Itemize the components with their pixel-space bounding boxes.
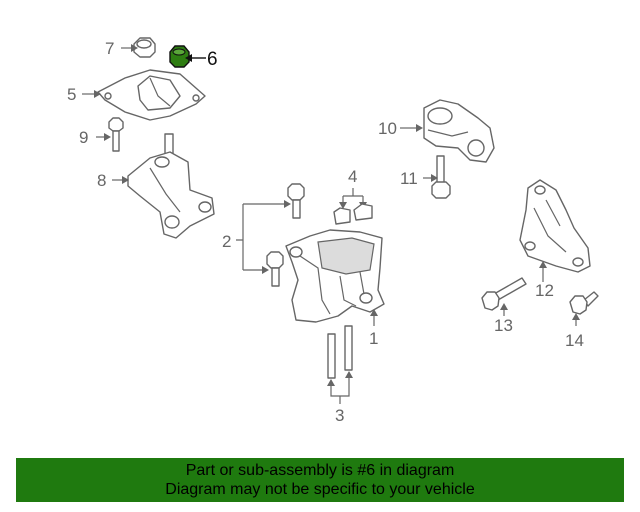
callout-4: 4 [348, 167, 357, 186]
callout-3: 3 [335, 406, 344, 425]
part-3-studs[interactable] [327, 325, 353, 379]
callout-2: 2 [222, 232, 231, 251]
part-12-bracket[interactable] [519, 179, 591, 273]
callout-8: 8 [97, 171, 106, 190]
part-2-bolts[interactable] [266, 183, 305, 287]
part-7-nut[interactable] [133, 37, 156, 58]
part-1-main-mount[interactable] [285, 229, 385, 323]
callout-13: 13 [494, 316, 513, 335]
part-5-bracket-plate[interactable] [97, 69, 206, 121]
part-8-mount[interactable] [127, 133, 215, 239]
callout-9: 9 [79, 128, 88, 147]
callout-7: 7 [105, 39, 114, 58]
callout-11: 11 [400, 169, 418, 188]
part-13-bolt[interactable] [481, 277, 527, 311]
callout-1: 1 [369, 329, 378, 348]
banner-line-1: Part or sub-assembly is #6 in diagram [185, 462, 455, 479]
callout-6: 6 [207, 49, 218, 70]
part-6-nut-highlighted[interactable] [169, 45, 190, 68]
part-4-clips[interactable] [333, 203, 373, 225]
part-10-upper-mount[interactable] [423, 99, 495, 163]
info-banner: Part or sub-assembly is #6 in diagram Di… [16, 458, 624, 502]
part-11-bolt[interactable] [431, 155, 451, 199]
callout-10: 10 [378, 119, 397, 138]
exploded-parts-diagram: 7 6 5 9 8 10 [67, 37, 599, 425]
callout-14: 14 [565, 331, 584, 350]
banner-line-2: Diagram may not be specific to your vehi… [165, 481, 475, 498]
part-14-bolt[interactable] [569, 291, 599, 315]
part-9-bolt[interactable] [108, 117, 124, 152]
callout-5: 5 [67, 85, 76, 104]
callout-12: 12 [535, 281, 554, 300]
